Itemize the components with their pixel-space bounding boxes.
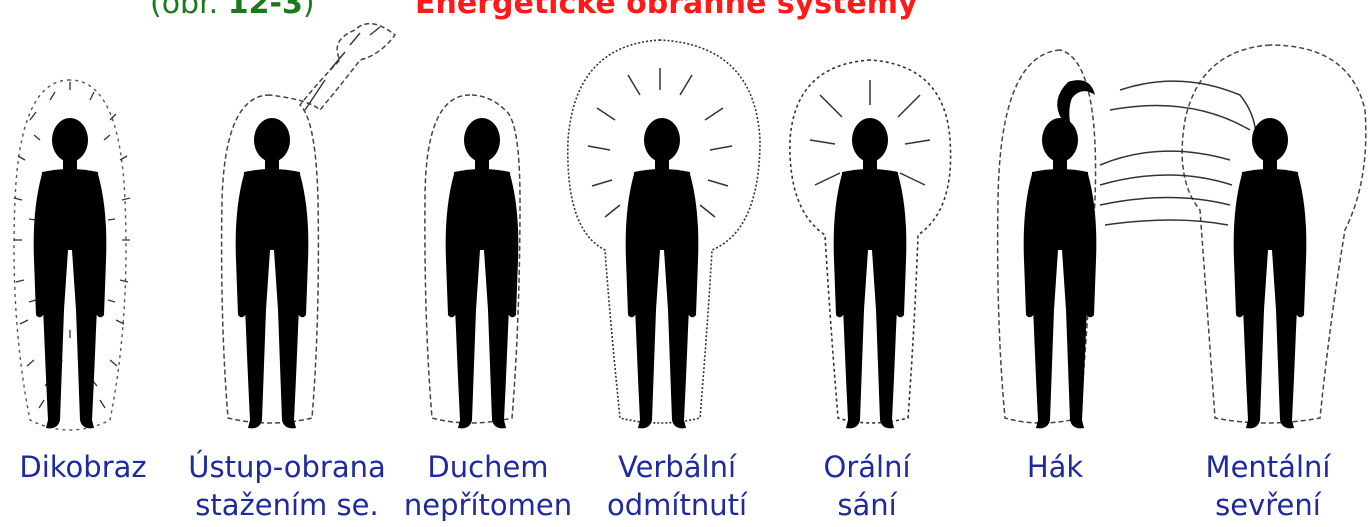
caption-porcupine: Dikobraz (19, 448, 146, 486)
figure-oral-suction (790, 60, 951, 428)
defense-systems-illustration (0, 0, 1371, 440)
figure-verbal-rejection (568, 40, 760, 428)
figure-absent-spirit (425, 95, 520, 428)
caption-hook: Hák (1027, 448, 1083, 486)
figure-hook (998, 50, 1097, 428)
figure-porcupine (14, 80, 130, 430)
figure-mental-grip (1100, 45, 1366, 428)
figure-withdrawal (222, 24, 395, 429)
